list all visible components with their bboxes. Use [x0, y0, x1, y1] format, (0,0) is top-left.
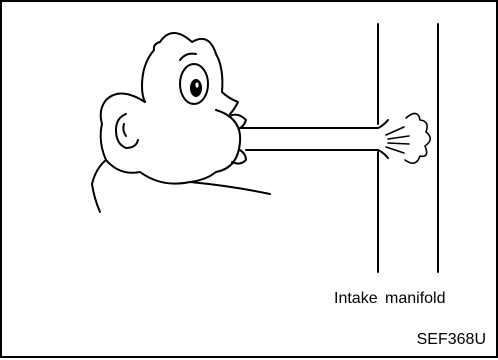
person-blowing [91, 32, 271, 213]
intake-manifold-label: Intake manifold [334, 290, 446, 307]
tube [239, 119, 389, 159]
air-puff-icon [385, 112, 432, 164]
figure-code-label: SEF368U [416, 331, 486, 348]
